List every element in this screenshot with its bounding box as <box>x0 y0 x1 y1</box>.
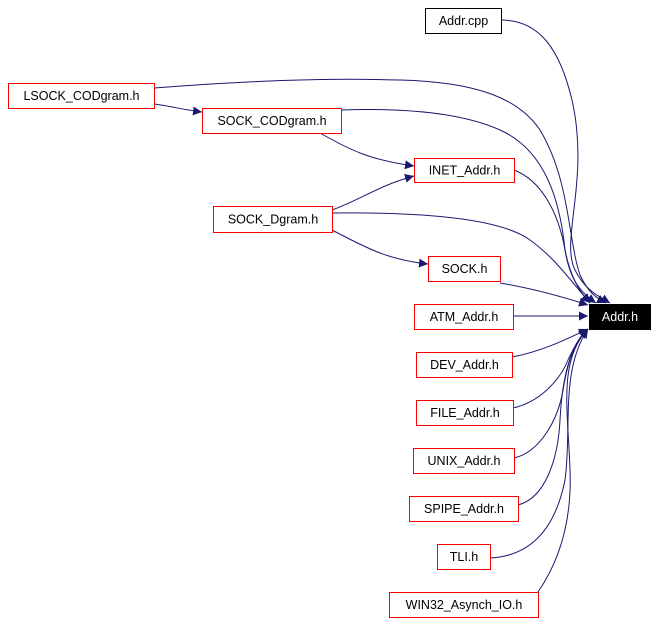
node-sock-dgram-h[interactable]: SOCK_Dgram.h <box>213 206 333 233</box>
node-sock-codgram-h[interactable]: SOCK_CODgram.h <box>202 108 342 134</box>
node-box[interactable] <box>416 400 514 426</box>
node-inet-addr-h[interactable]: INET_Addr.h <box>414 158 515 183</box>
node-box[interactable] <box>409 496 519 522</box>
node-box[interactable] <box>428 256 501 282</box>
edge-lsock-codgram-h-to-addr-h <box>153 78 607 304</box>
node-label: UNIX_Addr.h <box>428 454 501 468</box>
node-label: Addr.h <box>602 310 638 324</box>
node-sock-h[interactable]: SOCK.h <box>428 256 501 282</box>
node-box[interactable] <box>213 206 333 233</box>
node-win32-asynch-io-h[interactable]: WIN32_Asynch_IO.h <box>389 592 539 618</box>
node-box[interactable] <box>389 592 539 618</box>
node-box[interactable] <box>414 304 514 330</box>
node-spipe-addr-h[interactable]: SPIPE_Addr.h <box>409 496 519 522</box>
edge-spipe-addr-h-to-addr-h <box>517 328 589 506</box>
node-box[interactable] <box>8 83 155 109</box>
edge-lsock-codgram-h-to-sock-codgram-h <box>153 103 203 116</box>
node-label: SOCK_CODgram.h <box>217 114 326 128</box>
node-label: INET_Addr.h <box>429 164 501 178</box>
edge-file-addr-h-to-addr-h <box>512 328 589 409</box>
node-label: SOCK.h <box>442 262 488 276</box>
node-label: WIN32_Asynch_IO.h <box>406 598 523 612</box>
node-dev-addr-h[interactable]: DEV_Addr.h <box>416 352 513 378</box>
edge-win32-asynch-io-h-to-addr-h <box>537 328 589 593</box>
node-unix-addr-h[interactable]: UNIX_Addr.h <box>413 448 515 474</box>
node-label: SOCK_Dgram.h <box>228 213 318 227</box>
edge-sock-dgram-h-to-inet-addr-h <box>331 173 415 211</box>
edge-sock-dgram-h-to-sock-h <box>331 229 429 268</box>
node-file-addr-h[interactable]: FILE_Addr.h <box>416 400 514 426</box>
edge-addr-cpp-to-addr-h <box>500 19 611 304</box>
node-label: Addr.cpp <box>439 14 488 28</box>
node-box[interactable] <box>437 544 491 570</box>
edge-tli-h-to-addr-h <box>489 328 589 559</box>
edge-inet-addr-h-to-addr-h <box>513 169 591 304</box>
edge-sock-h-to-addr-h <box>499 282 589 307</box>
node-atm-addr-h[interactable]: ATM_Addr.h <box>414 304 514 330</box>
node-addr-cpp[interactable]: Addr.cpp <box>425 8 502 34</box>
node-box[interactable] <box>589 304 651 330</box>
node-addr-h[interactable]: Addr.h <box>589 304 651 330</box>
node-label: FILE_Addr.h <box>430 406 500 420</box>
edge-sock-dgram-h-to-addr-h <box>331 212 591 304</box>
node-box[interactable] <box>413 448 515 474</box>
node-box[interactable] <box>416 352 513 378</box>
node-label: ATM_Addr.h <box>430 310 499 324</box>
edge-unix-addr-h-to-addr-h <box>513 328 589 459</box>
node-box[interactable] <box>202 108 342 134</box>
node-box[interactable] <box>414 158 515 183</box>
node-lsock-codgram-h[interactable]: LSOCK_CODgram.h <box>8 83 155 109</box>
node-box[interactable] <box>425 8 502 34</box>
node-label: TLI.h <box>450 550 479 564</box>
node-label: SPIPE_Addr.h <box>424 502 504 516</box>
node-tli-h[interactable]: TLI.h <box>437 544 491 570</box>
node-label: DEV_Addr.h <box>430 358 499 372</box>
edge-sock-codgram-h-to-inet-addr-h <box>319 132 415 170</box>
node-label: LSOCK_CODgram.h <box>23 89 139 103</box>
